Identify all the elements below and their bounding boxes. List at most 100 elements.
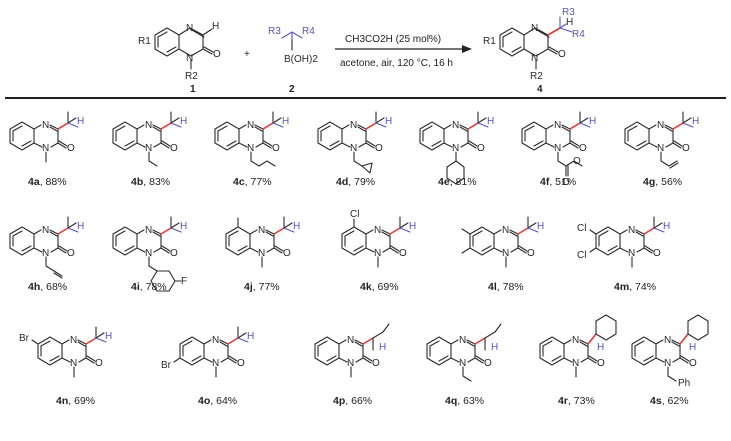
atom-h: H <box>77 116 84 127</box>
atom-h: H <box>293 221 300 232</box>
atom-n: N <box>212 358 219 369</box>
pyrazinone-ring <box>619 229 645 253</box>
atom-h: H <box>663 221 670 232</box>
compound-label-4a: 4a, 88% <box>28 176 67 188</box>
carbonyl-bond <box>467 140 478 149</box>
atom-h: H <box>487 116 494 127</box>
atom-n: N <box>145 143 152 154</box>
carbonyl-bond <box>672 140 683 149</box>
isopropyl-bonds <box>67 111 77 124</box>
ch-bond <box>579 122 591 128</box>
carbonyl-bond <box>517 245 528 254</box>
pyrazinone-ring <box>563 339 589 363</box>
atom-r4: R4 <box>572 29 585 40</box>
ch-bond <box>653 227 665 233</box>
atom-h: H <box>282 116 289 127</box>
atom-n: N <box>554 120 561 131</box>
new-cc-bond <box>474 337 486 345</box>
atom-n: N <box>572 335 579 346</box>
new-cc-bond <box>467 122 479 130</box>
cn-double-bond <box>49 126 58 132</box>
carbonyl-bond <box>273 245 284 254</box>
aromatic-bonds <box>115 125 135 147</box>
carbonyl-bond <box>643 245 654 254</box>
new-cc-bond <box>517 227 529 235</box>
ch-bond <box>272 122 284 128</box>
cyclopropyl-ring <box>361 162 373 174</box>
compound-label-4d: 4d, 79% <box>336 176 375 188</box>
compound-label-4i: 4i, 78% <box>131 281 167 293</box>
atom-n: N <box>70 335 77 346</box>
compound-label-4p: 4p, 66% <box>333 395 372 407</box>
n-ch2 <box>353 151 363 167</box>
cn-double-bond <box>671 341 680 347</box>
atom-n: N <box>347 335 354 346</box>
new-cc-bond <box>227 337 239 345</box>
isopropyl-bonds <box>237 326 247 339</box>
atom-r2: R2 <box>185 71 198 82</box>
new-cc-bond <box>672 122 684 130</box>
aromatic-bonds <box>115 230 135 252</box>
atom-n: N <box>531 53 538 64</box>
atom-o: O <box>170 143 178 154</box>
new-cc-bond <box>587 333 597 345</box>
atom-n: N <box>502 248 509 259</box>
atom-h: H <box>180 116 187 127</box>
carbonyl-bond <box>262 140 273 149</box>
atom-h: H <box>566 17 573 28</box>
atom-ph: Ph <box>678 378 690 389</box>
isopropyl-bonds <box>95 326 105 339</box>
atom-h: H <box>212 21 219 32</box>
atom-f: F <box>181 276 187 287</box>
atom-n: N <box>42 120 49 131</box>
atom-o: O <box>272 143 280 154</box>
ch-bond <box>477 122 489 128</box>
ch-bond <box>682 122 694 128</box>
new-cc-bond <box>57 227 69 235</box>
atom-o: O <box>573 156 581 167</box>
compound-label-4f: 4f, 51% <box>540 176 576 188</box>
new-cc-bond <box>679 333 689 345</box>
cn-double-bond <box>561 126 570 132</box>
pyrazinone-ring <box>450 339 476 363</box>
new-cc-bond <box>57 122 69 130</box>
isopropyl-bonds <box>682 111 692 124</box>
aromatic-bonds <box>634 340 654 362</box>
ch-bond <box>95 337 107 343</box>
aromatic-bonds <box>40 340 60 362</box>
ch-bond <box>399 227 411 233</box>
carbonyl-bond <box>57 245 68 254</box>
isopropyl-bonds <box>283 216 293 229</box>
atom-o: O <box>399 248 407 259</box>
pyrazinone-ring <box>338 339 364 363</box>
atom-n: N <box>70 358 77 369</box>
isopropyl-bonds <box>67 216 77 229</box>
n-butyl <box>250 151 276 167</box>
atom-h: H <box>537 221 544 232</box>
carbonyl-bond <box>160 245 171 254</box>
cn-double-bond <box>357 126 366 132</box>
ch-bond <box>67 227 79 233</box>
atom-o: O <box>484 358 492 369</box>
sec-butyl-bonds <box>372 323 390 351</box>
atom-n: N <box>374 248 381 259</box>
compound-label-4l: 4l, 78% <box>488 281 524 293</box>
compound-label-4n: 4n, 69% <box>56 395 95 407</box>
pyrazinone-ring <box>249 229 275 253</box>
compound-label-4m: 4m, 74% <box>614 281 656 293</box>
cn-double-bond <box>152 231 161 237</box>
n-ch2 <box>148 256 158 272</box>
aromatic-bonds <box>598 230 618 252</box>
aromatic-bonds <box>542 340 562 362</box>
cn-double-bond <box>354 341 363 347</box>
carbonyl-bond <box>679 355 690 364</box>
aromatic-bonds <box>627 125 647 147</box>
new-cc-bond <box>273 227 285 235</box>
new-cc-bond <box>362 337 374 345</box>
atom-n: N <box>186 23 193 34</box>
compound-label-4q: 4q, 63% <box>445 395 484 407</box>
